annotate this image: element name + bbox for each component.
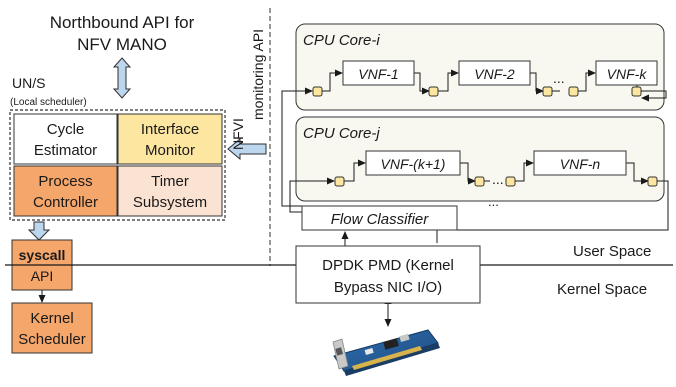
routing-wires xyxy=(281,87,669,327)
queue-buffer xyxy=(474,176,485,187)
interface-monitor-line2: Monitor xyxy=(145,142,195,159)
core-i-wires xyxy=(322,69,638,95)
northbound-api-label-line2: NFV MANO xyxy=(77,35,167,54)
kernel-scheduler-line2: Scheduler xyxy=(18,331,86,348)
flow-classifier-label: Flow Classifier xyxy=(331,211,430,228)
dpdk-line1: DPDK PMD (Kernel xyxy=(322,257,454,274)
monitoring-api-label: monitoring API xyxy=(250,29,266,120)
interface-monitor-box: Interface Monitor xyxy=(117,113,223,165)
process-controller-box: Process Controller xyxy=(13,165,118,217)
kernel-space-label: Kernel Space xyxy=(557,281,647,298)
cycle-estimator-line1: Cycle xyxy=(47,121,85,138)
vnf-n-box: VNF-n xyxy=(533,150,627,176)
vnf-2-label: VNF-2 xyxy=(474,66,515,82)
vnf-k-plus-1-label: VNF-(k+1) xyxy=(381,156,446,172)
vnf-k-label: VNF-k xyxy=(607,66,648,82)
monitor-input-arrow xyxy=(227,137,267,161)
northbound-double-arrow xyxy=(112,57,132,99)
core-j-wires xyxy=(344,159,649,185)
vnf-n-label: VNF-n xyxy=(560,156,601,172)
queue-buffer xyxy=(505,176,516,187)
syscall-down-arrow xyxy=(27,221,51,241)
cpu-core-j-container xyxy=(295,116,665,202)
vnf-2-box: VNF-2 xyxy=(458,60,531,86)
queue-buffer xyxy=(568,86,579,97)
interface-monitor-line1: Interface xyxy=(141,121,199,138)
cpu-core-i-title: CPU Core-i xyxy=(303,32,380,49)
syscall-line2: API xyxy=(31,268,54,284)
user-space-label: User Space xyxy=(573,243,651,260)
queue-buffer xyxy=(647,176,658,187)
core-j-ellipsis: ... xyxy=(492,171,504,187)
dpdk-line2: Bypass NIC I/O) xyxy=(334,279,442,296)
timer-subsystem-box: Timer Subsystem xyxy=(117,165,223,217)
flow-classifier-box: Flow Classifier xyxy=(301,205,458,231)
northbound-api-label-line1: Northbound API for xyxy=(50,13,195,32)
vnf-1-box: VNF-1 xyxy=(342,60,415,86)
process-controller-line1: Process xyxy=(38,173,92,190)
queue-buffer xyxy=(428,86,439,97)
timer-subsystem-line1: Timer xyxy=(151,173,189,190)
uns-sublabel: (Local scheduler) xyxy=(10,97,87,108)
cpu-core-j-title: CPU Core-j xyxy=(303,125,380,142)
kernel-scheduler-line1: Kernel xyxy=(30,310,73,327)
core-i-ellipsis: ... xyxy=(553,70,565,86)
vnf-1-label: VNF-1 xyxy=(358,66,398,82)
queue-buffer xyxy=(631,86,642,97)
queue-buffer xyxy=(542,86,553,97)
cycle-estimator-box: Cycle Estimator xyxy=(13,113,118,165)
cycle-estimator-line2: Estimator xyxy=(34,142,97,159)
uns-label: UN/S xyxy=(12,75,45,91)
between-cores-ellipsis: ... xyxy=(488,194,499,209)
queue-buffer xyxy=(334,176,345,187)
uns-container xyxy=(9,109,226,221)
kernel-scheduler-box: Kernel Scheduler xyxy=(11,302,93,354)
dpdk-pmd-box: DPDK PMD (Kernel Bypass NIC I/O) xyxy=(295,245,481,304)
core-j-queues xyxy=(334,176,658,187)
core-i-queues xyxy=(312,86,642,97)
syscall-line1: syscall xyxy=(19,247,66,263)
queue-buffer xyxy=(312,86,323,97)
vnf-k-box: VNF-k xyxy=(595,60,658,86)
nfvi-label: NFVI xyxy=(230,118,246,150)
vnf-k-plus-1-box: VNF-(k+1) xyxy=(365,150,461,176)
timer-subsystem-line2: Subsystem xyxy=(133,194,207,211)
process-controller-line2: Controller xyxy=(33,194,98,211)
network-card-icon xyxy=(332,329,440,376)
